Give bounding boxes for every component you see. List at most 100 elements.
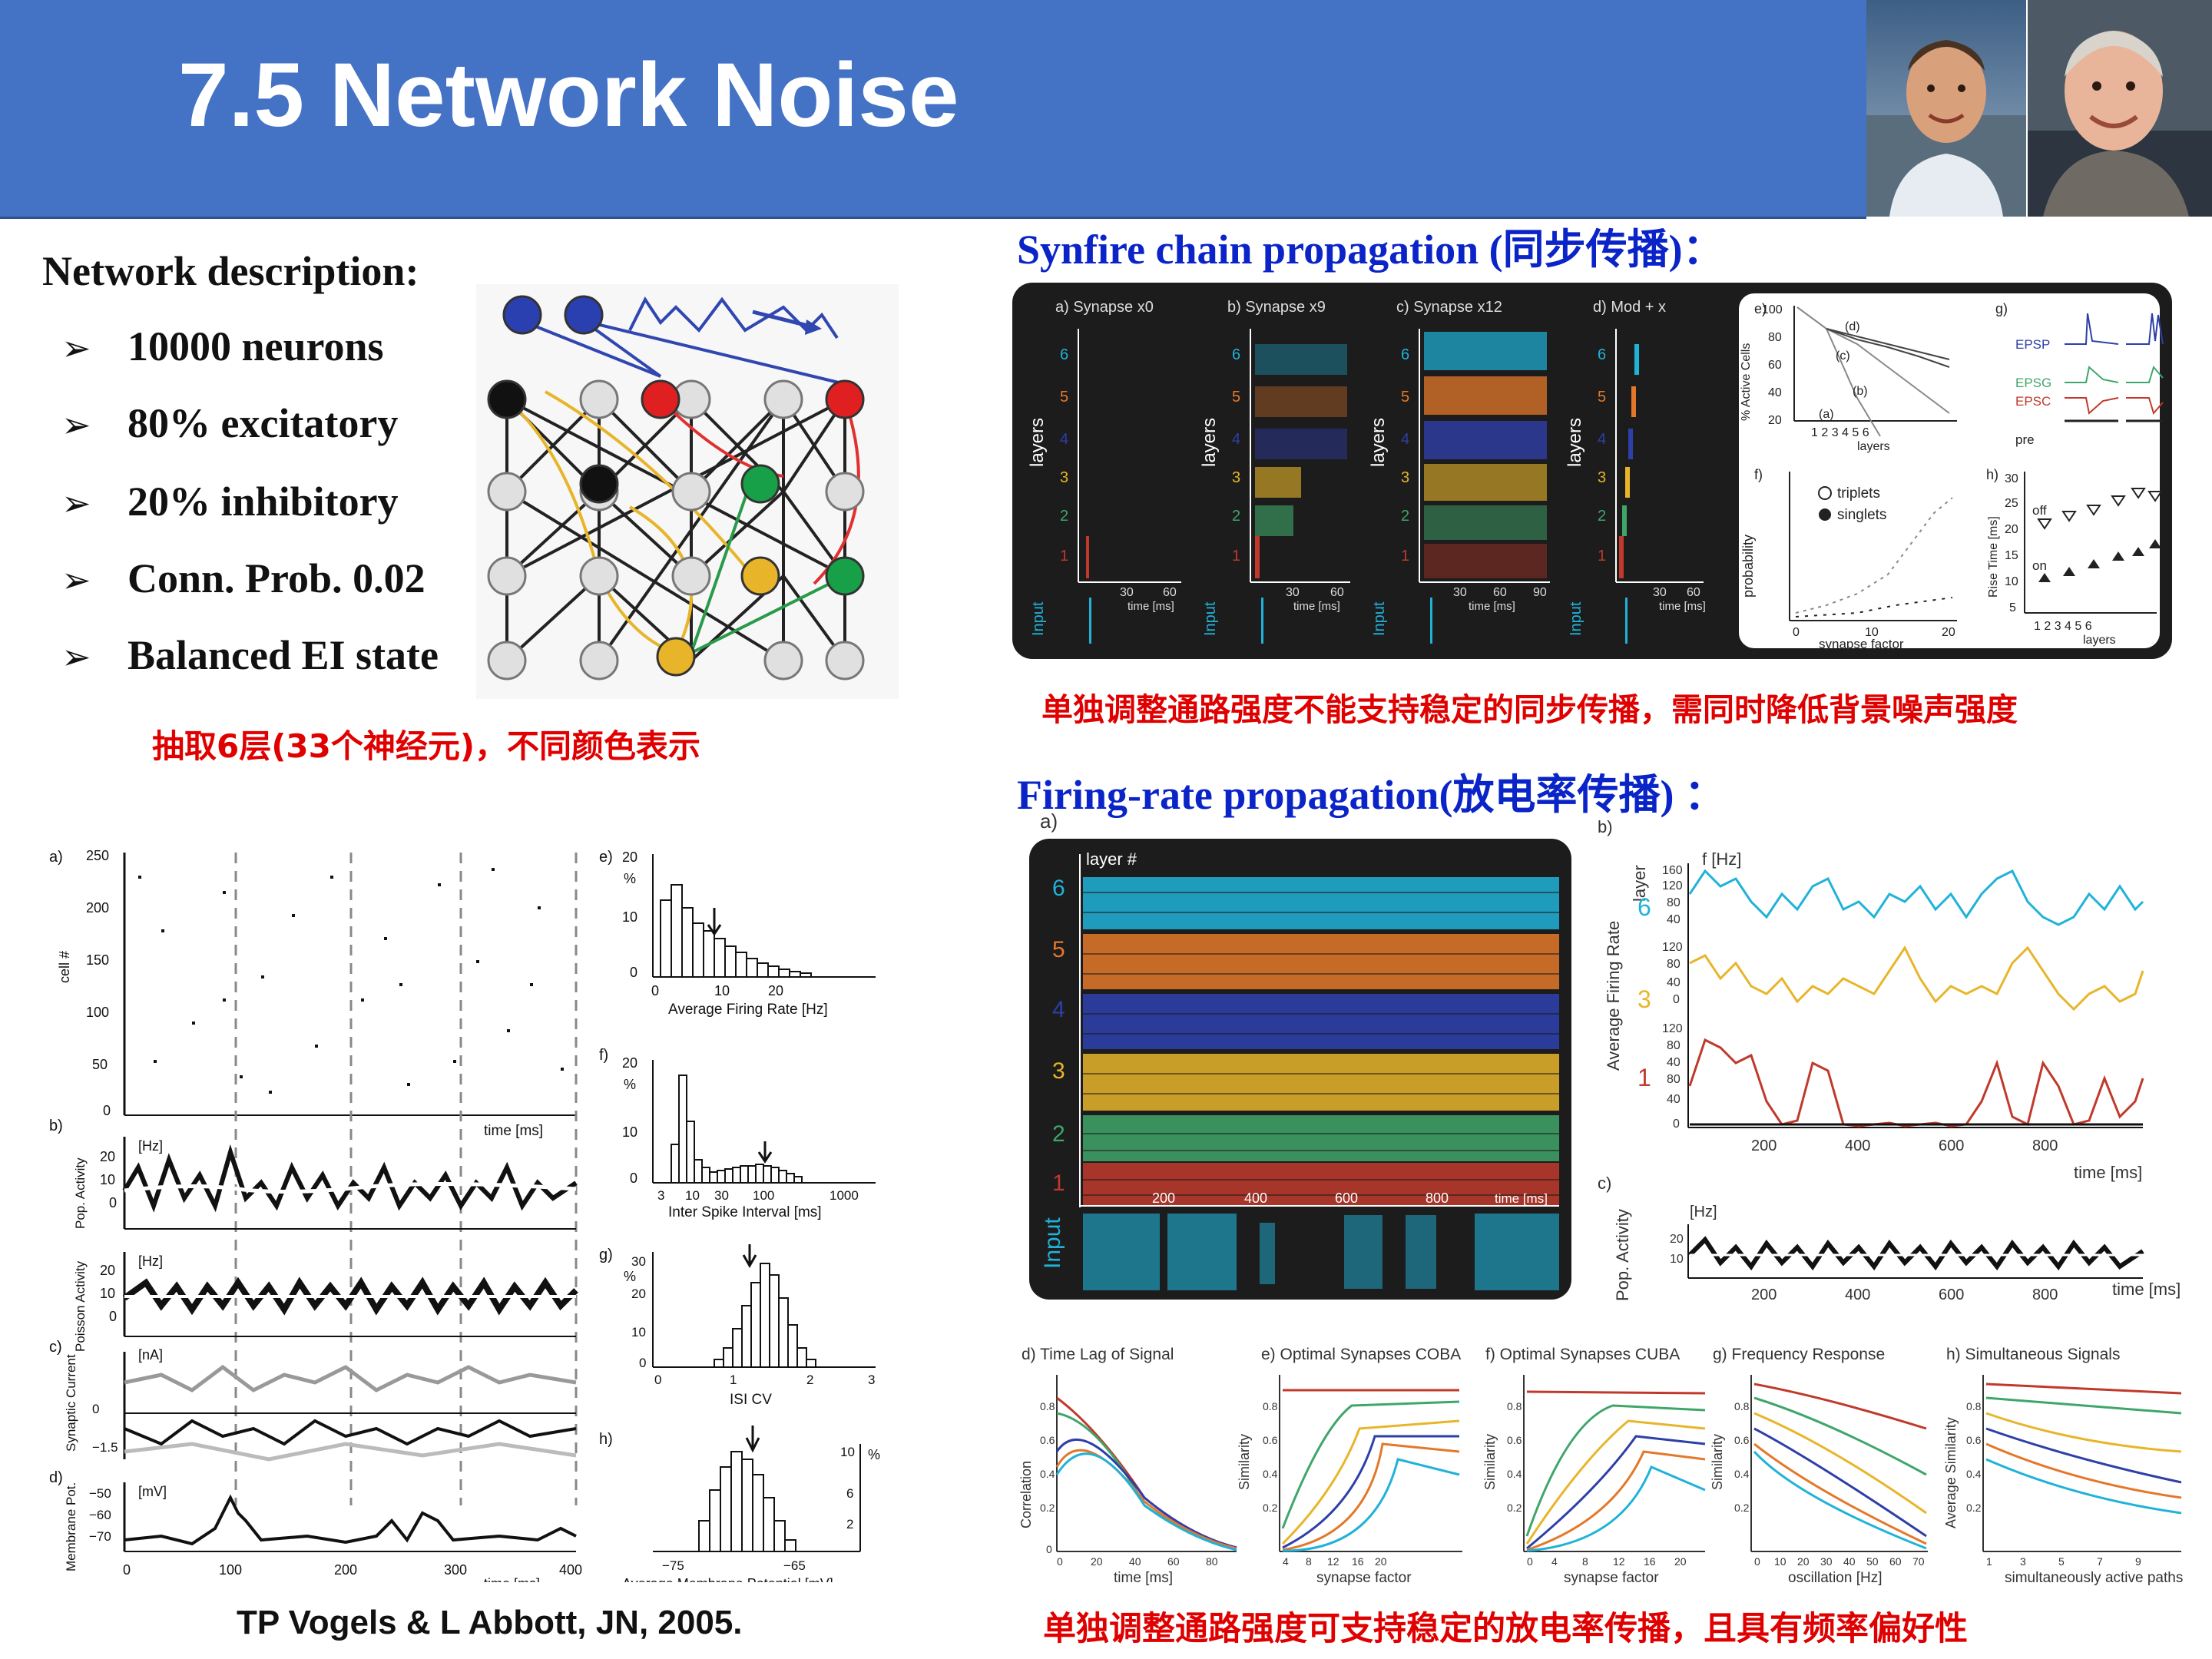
synfire-heading: Synfire chain propagation (同步传播)： <box>1017 225 1724 273</box>
svg-text:0.8: 0.8 <box>1734 1400 1750 1412</box>
svg-text:30: 30 <box>1820 1555 1833 1568</box>
svg-text:5: 5 <box>1401 389 1409 406</box>
svg-text:e) Optimal Synapses COBA: e) Optimal Synapses COBA <box>1261 1346 1461 1363</box>
bullet-item: ➢20% inhibitory <box>61 478 399 525</box>
svg-text:80: 80 <box>1667 1073 1681 1086</box>
svg-text:off: off <box>2032 503 2047 518</box>
svg-text:Average Membrane Potential [: Average Membrane Potential [mV] <box>622 1576 833 1582</box>
svg-text:0: 0 <box>651 983 659 998</box>
svg-text:25: 25 <box>2005 497 2018 510</box>
svg-text:20: 20 <box>100 1263 115 1278</box>
svg-text:4: 4 <box>1551 1555 1558 1568</box>
svg-text:10: 10 <box>714 983 730 998</box>
svg-text:100: 100 <box>753 1188 774 1203</box>
svg-text:60: 60 <box>1768 359 1782 372</box>
svg-text:0: 0 <box>92 1402 99 1416</box>
svg-text:(b): (b) <box>1853 385 1868 398</box>
svg-text:c): c) <box>1598 1174 1611 1193</box>
svg-text:0: 0 <box>1527 1555 1533 1568</box>
svg-text:0.4: 0.4 <box>1263 1468 1278 1480</box>
svg-text:4: 4 <box>1283 1555 1289 1568</box>
svg-text:[Hz]: [Hz] <box>1690 1204 1717 1220</box>
svg-text:1: 1 <box>1401 548 1409 565</box>
svg-text:f): f) <box>599 1047 608 1064</box>
svg-text:40: 40 <box>1129 1555 1141 1568</box>
svg-text:1 2 3 4 5 6: 1 2 3 4 5 6 <box>1811 426 1869 439</box>
layer-note: 抽取6层(33个神经元)，不同颜色表示 <box>152 727 701 765</box>
svg-text:3: 3 <box>1052 1058 1065 1084</box>
svg-text:Poisson Activity: Poisson Activity <box>73 1260 88 1352</box>
svg-text:(d): (d) <box>1845 320 1860 333</box>
network-diagram <box>476 284 899 699</box>
svg-text:Similarity: Similarity <box>1482 1434 1498 1490</box>
svg-text:60: 60 <box>1493 586 1507 599</box>
svg-text:400: 400 <box>1845 1137 1870 1154</box>
svg-text:800: 800 <box>2032 1286 2058 1303</box>
svg-text:3: 3 <box>1401 469 1409 486</box>
svg-text:5: 5 <box>1598 389 1606 406</box>
svg-text:pre: pre <box>2015 432 2035 447</box>
svg-text:1: 1 <box>1986 1555 1992 1568</box>
panel-label-a: a) <box>1040 810 1058 833</box>
svg-text:9: 9 <box>2135 1555 2141 1568</box>
svg-text:250: 250 <box>86 848 109 863</box>
svg-text:400: 400 <box>1845 1286 1870 1303</box>
svg-text:30: 30 <box>714 1188 729 1203</box>
firing-rate-traces: b) Average Firing Rate layer f [Hz] 6 3 … <box>1590 810 2197 1309</box>
svg-text:3: 3 <box>1598 469 1606 486</box>
svg-text:40: 40 <box>1667 1056 1681 1069</box>
svg-text:7: 7 <box>2097 1555 2103 1568</box>
svg-text:0.6: 0.6 <box>1966 1434 1982 1446</box>
svg-text:10: 10 <box>622 909 637 925</box>
svg-text:40: 40 <box>1667 976 1681 989</box>
svg-text:15: 15 <box>2005 549 2018 562</box>
svg-text:8: 8 <box>1306 1555 1312 1568</box>
svg-text:g): g) <box>1995 301 2008 316</box>
svg-text:80: 80 <box>1667 896 1681 909</box>
svg-text:40: 40 <box>1667 1093 1681 1106</box>
svg-text:ISI CV: ISI CV <box>730 1392 772 1408</box>
svg-text:0: 0 <box>639 1356 646 1370</box>
svg-text:%: % <box>624 1269 636 1284</box>
svg-text:70: 70 <box>1912 1555 1925 1568</box>
svg-text:time [ms]: time [ms] <box>1114 1570 1173 1586</box>
svg-text:0.4: 0.4 <box>1507 1468 1522 1480</box>
svg-text:b): b) <box>1598 817 1613 836</box>
svg-text:20: 20 <box>1091 1555 1103 1568</box>
svg-text:d): d) <box>49 1469 63 1486</box>
svg-text:0: 0 <box>109 1195 117 1210</box>
svg-text:triplets: triplets <box>1837 485 1880 502</box>
arrow-bullet-icon: ➢ <box>61 327 91 369</box>
svg-text:f): f) <box>1754 467 1763 482</box>
svg-text:0: 0 <box>1793 626 1800 639</box>
bullet-item: ➢80% excitatory <box>61 400 399 446</box>
svg-text:c) Synapse x12: c) Synapse x12 <box>1396 299 1502 316</box>
firing-rate-conclusion: 单独调整通路强度可支持稳定的放电率传播，且具有频率偏好性 <box>1043 1610 1968 1648</box>
slide-title: 7.5 Network Noise <box>178 45 959 146</box>
svg-text:50: 50 <box>1866 1555 1879 1568</box>
svg-text:0.8: 0.8 <box>1263 1400 1278 1412</box>
svg-text:on: on <box>2032 558 2047 573</box>
svg-text:0.2: 0.2 <box>1263 1502 1278 1514</box>
svg-text:6: 6 <box>1401 346 1409 363</box>
svg-text:0.8: 0.8 <box>1507 1400 1522 1412</box>
svg-text:20: 20 <box>1768 414 1782 427</box>
svg-text:20: 20 <box>1797 1555 1810 1568</box>
svg-text:b) Synapse x9: b) Synapse x9 <box>1227 299 1326 316</box>
arrow-bullet-icon: ➢ <box>61 404 91 445</box>
svg-text:6: 6 <box>1232 346 1240 363</box>
svg-text:4: 4 <box>1052 997 1065 1022</box>
arrow-bullet-icon: ➢ <box>61 636 91 677</box>
svg-text:30: 30 <box>1286 586 1300 599</box>
svg-text:layers: layers <box>2083 634 2116 647</box>
svg-text:0: 0 <box>630 965 637 980</box>
svg-text:layers: layers <box>1027 418 1048 467</box>
svg-text:10: 10 <box>100 1286 115 1301</box>
svg-text:0: 0 <box>1046 1543 1052 1555</box>
svg-text:(a): (a) <box>1819 408 1834 421</box>
svg-text:probability: probability <box>1740 535 1756 598</box>
